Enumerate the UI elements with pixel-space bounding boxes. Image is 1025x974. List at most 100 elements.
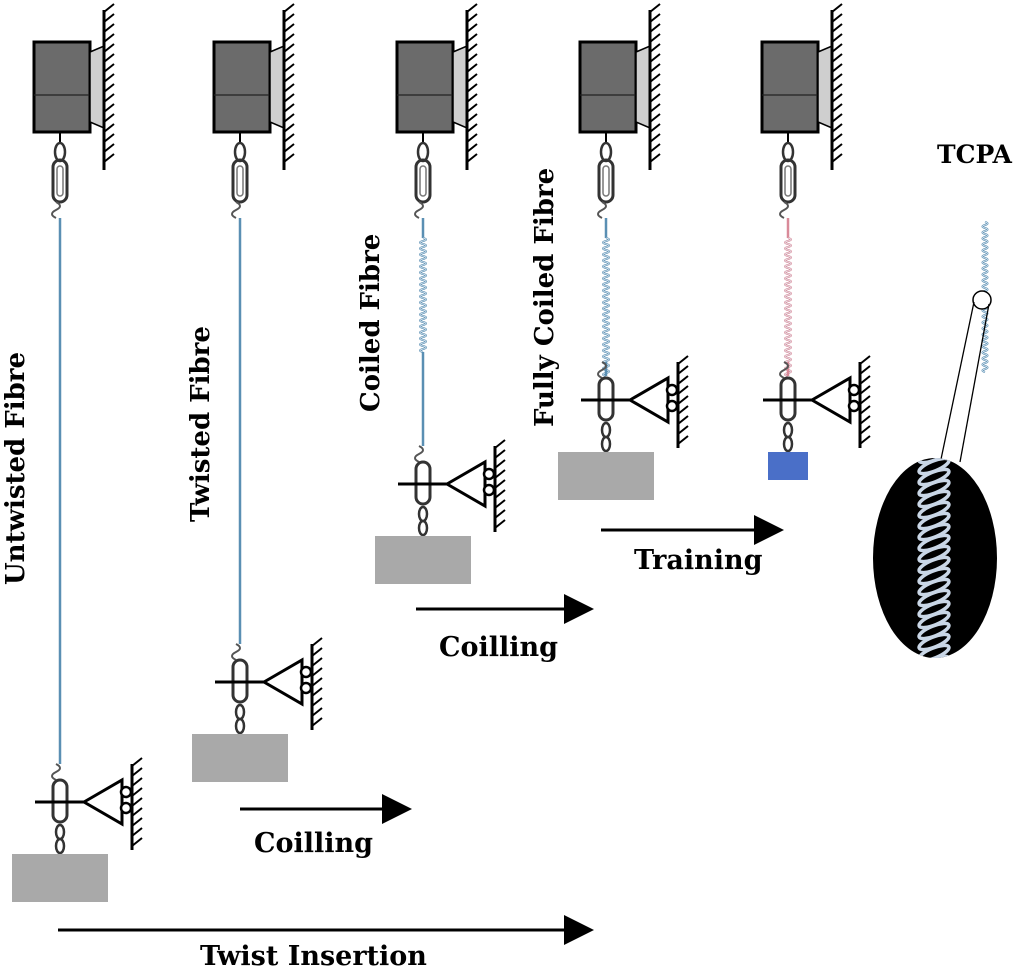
- stage-4: [558, 3, 689, 500]
- roller: [482, 483, 496, 497]
- wall-hatch: [103, 33, 115, 43]
- rail-hatch: [311, 677, 323, 687]
- chain-link: [234, 717, 246, 735]
- wall-hatch: [466, 143, 478, 153]
- chain-link: [416, 141, 430, 163]
- wall-hatch: [831, 23, 843, 33]
- rail-hatch: [677, 395, 689, 405]
- chain-link: [53, 141, 67, 163]
- chain-link: [417, 505, 429, 523]
- wall-hatch: [283, 23, 295, 33]
- wall-hatch: [649, 113, 661, 123]
- wall-hatch: [649, 13, 661, 23]
- wall-hatch: [283, 153, 295, 163]
- rail-hatch: [494, 439, 506, 449]
- paper-clip: [597, 158, 615, 204]
- rail-hatch: [677, 425, 689, 435]
- rail-hatch: [131, 767, 143, 777]
- fibre-coil-highlight: [784, 237, 792, 377]
- wall-hatch: [831, 133, 843, 143]
- stage-label-twisted: Twisted Fibre: [186, 326, 216, 522]
- wall-hatch: [283, 143, 295, 153]
- arrow-coilling-1: Coilling: [240, 794, 412, 859]
- arrow-twist-insertion: Twist Insertion: [58, 915, 594, 972]
- motor-coupler: [89, 44, 105, 130]
- wall-hatch: [283, 33, 295, 43]
- rail-hatch: [131, 817, 143, 827]
- wall-hatch: [466, 33, 478, 43]
- motor-body: [578, 40, 638, 134]
- wall-hatch: [649, 3, 661, 13]
- roller: [482, 467, 496, 481]
- wall-hatch: [283, 43, 295, 53]
- arrow-label-coilling-1: Coilling: [254, 828, 373, 859]
- roller: [847, 399, 861, 413]
- fibre-knot-bottom: [597, 361, 607, 379]
- roller: [119, 801, 133, 815]
- wall-hatch: [831, 113, 843, 123]
- arrow-label-coilling-2: Coilling: [439, 632, 558, 663]
- wall-hatch: [103, 53, 115, 63]
- fibre-knot-bottom: [414, 445, 424, 463]
- chain-link: [600, 421, 612, 439]
- wall-hatch: [283, 13, 295, 23]
- roller: [299, 681, 313, 695]
- rail-hatch: [494, 509, 506, 519]
- rail-hatch: [494, 499, 506, 509]
- paper-clip-inner: [784, 165, 792, 197]
- fibre-knot-bottom: [779, 361, 789, 379]
- wall-hatch: [466, 133, 478, 143]
- load-mount: [375, 439, 506, 584]
- wall-hatch: [831, 93, 843, 103]
- chain-link: [782, 435, 794, 453]
- wall-hatch: [831, 53, 843, 63]
- rail-hatch: [311, 687, 323, 697]
- wall-hatch: [466, 3, 478, 13]
- wall-hatch: [649, 93, 661, 103]
- wall-hatch: [466, 13, 478, 23]
- zoom-lens: [873, 458, 997, 658]
- guide-triangle: [261, 657, 304, 707]
- motor-body: [32, 40, 92, 134]
- arrow-coilling-2: Coilling: [416, 594, 594, 663]
- motor-body: [395, 40, 455, 134]
- wall-hatch: [649, 133, 661, 143]
- motor-coupler: [452, 44, 468, 130]
- roller: [119, 785, 133, 799]
- wall-hatch: [466, 23, 478, 33]
- wall-hatch: [649, 23, 661, 33]
- wall-hatch: [103, 63, 115, 73]
- fibre-knot-bottom: [51, 763, 61, 781]
- wall-hatch: [649, 73, 661, 83]
- rail-hatch: [131, 787, 143, 797]
- wall-hatch: [103, 133, 115, 143]
- stage-label-untwisted: Untwisted Fibre: [1, 352, 31, 585]
- wall-hatch: [649, 143, 661, 153]
- rail-hatch: [494, 469, 506, 479]
- guide-triangle: [81, 777, 124, 827]
- wall-hatch: [283, 93, 295, 103]
- roller: [665, 399, 679, 413]
- rail-hatch: [131, 827, 143, 837]
- wall-hatch: [283, 133, 295, 143]
- rail-hatch: [311, 647, 323, 657]
- load-mount: [12, 757, 143, 902]
- motor-assembly: [395, 3, 478, 204]
- fibre-knot-top: [51, 201, 61, 219]
- wall-hatch: [103, 123, 115, 133]
- wall-hatch: [283, 53, 295, 63]
- load-weight: [768, 452, 808, 480]
- motor-coupler: [817, 44, 833, 130]
- zoom-line-left: [939, 301, 975, 465]
- wall-hatch: [831, 123, 843, 133]
- wall-hatch: [103, 43, 115, 53]
- wall-hatch: [831, 103, 843, 113]
- rail-hatch: [859, 385, 871, 395]
- rail-hatch: [131, 837, 143, 847]
- rail-hatch: [677, 385, 689, 395]
- wall-hatch: [466, 153, 478, 163]
- wall-hatch: [103, 113, 115, 123]
- wall-hatch: [466, 83, 478, 93]
- stage-3: [375, 3, 506, 584]
- arrow-label-training: Training: [634, 545, 763, 576]
